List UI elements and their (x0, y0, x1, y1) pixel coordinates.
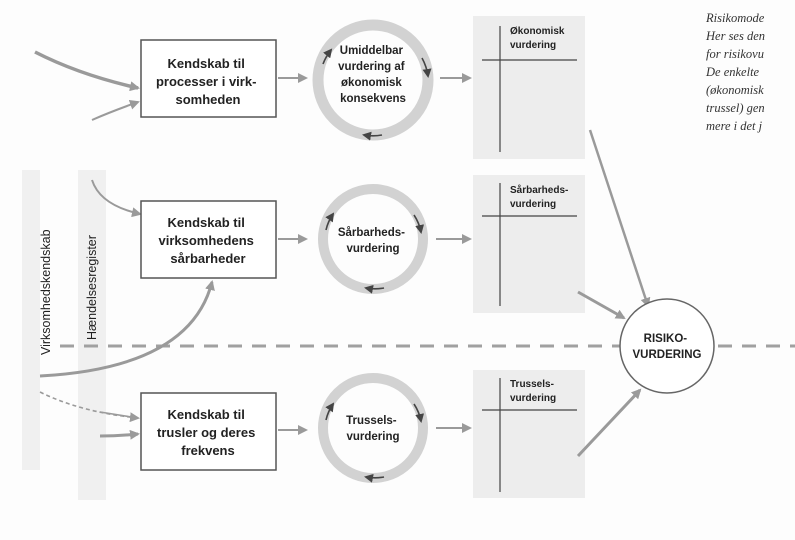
matrix-threat-label: Trussels- vurdering (510, 379, 557, 404)
incoming-arrow-row2-up (39, 280, 215, 378)
incoming-arrow-row2 (91, 179, 142, 218)
cycle-arrow-1b (421, 57, 432, 78)
incoming-arrow-row1-a (34, 50, 140, 92)
matrix-economic-label: Økonomisk vurdering (510, 26, 567, 51)
risk-assessment-node (619, 298, 715, 394)
figure-caption: Risikomode Her ses den for risikovu De e… (705, 11, 768, 133)
knowledge-box-processes-text: Kendskab til processer i virk- somheden (156, 56, 260, 107)
incoming-arrow-row3-b (99, 429, 140, 440)
right-strip (78, 170, 106, 500)
knowledge-box-vulnerabilities-text: Kendskab til virksomhedens sårbarheder (159, 215, 258, 266)
incoming-arrow-row3-a (99, 411, 139, 419)
left-strip (22, 170, 40, 470)
cycle-vulnerability-text: Sårbarheds- vurdering (338, 227, 408, 255)
side-label-left: Virksomhedskendskab (39, 229, 53, 355)
cycle-arrow-2a (325, 212, 335, 231)
cycle-arrow-3a (325, 402, 335, 421)
risk-assessment-text: RISIKO- VURDERING (632, 333, 701, 361)
arrow-threat-to-risk (576, 388, 642, 458)
cycle-vulnerability (318, 184, 428, 294)
knowledge-box-vulnerabilities (140, 200, 277, 279)
knowledge-box-processes (140, 39, 277, 118)
row-economic: Kendskab til processer i virk- somheden … (140, 16, 585, 159)
incoming-arrow-row3-dashed (39, 391, 140, 423)
incoming-arrow-row1-b (91, 99, 140, 121)
matrix-vulnerability-label: Sårbarheds- vurdering (510, 184, 571, 210)
arrow-economic-to-risk (588, 129, 651, 308)
cycle-arrow-1a (322, 48, 333, 65)
cycle-threat (318, 373, 428, 483)
cycle-arrow-3b (413, 403, 425, 423)
knowledge-box-threats-text: Kendskab til trusler og deres frekvens (157, 407, 259, 458)
cycle-arrow-2b (413, 214, 425, 234)
cycle-economic-text: Umiddelbar vurdering af økonomisk konsek… (338, 45, 408, 105)
cycle-threat-text: Trussels- vurdering (346, 415, 400, 443)
side-label-right: Hændelsesregister (85, 235, 99, 340)
cycle-arrow-3c (364, 473, 385, 483)
matrix-economic (473, 16, 585, 159)
knowledge-box-threats (140, 392, 277, 471)
arrow-vulnerability-to-risk (577, 290, 626, 320)
row-vulnerability: Kendskab til virksomhedens sårbarheder S… (140, 175, 585, 313)
row-threat: Kendskab til trusler og deres frekvens T… (140, 370, 585, 498)
cycle-arrow-2c (364, 284, 385, 294)
cycle-arrow-1c (362, 131, 383, 141)
matrix-threat (473, 370, 585, 498)
matrix-vulnerability (473, 175, 585, 313)
